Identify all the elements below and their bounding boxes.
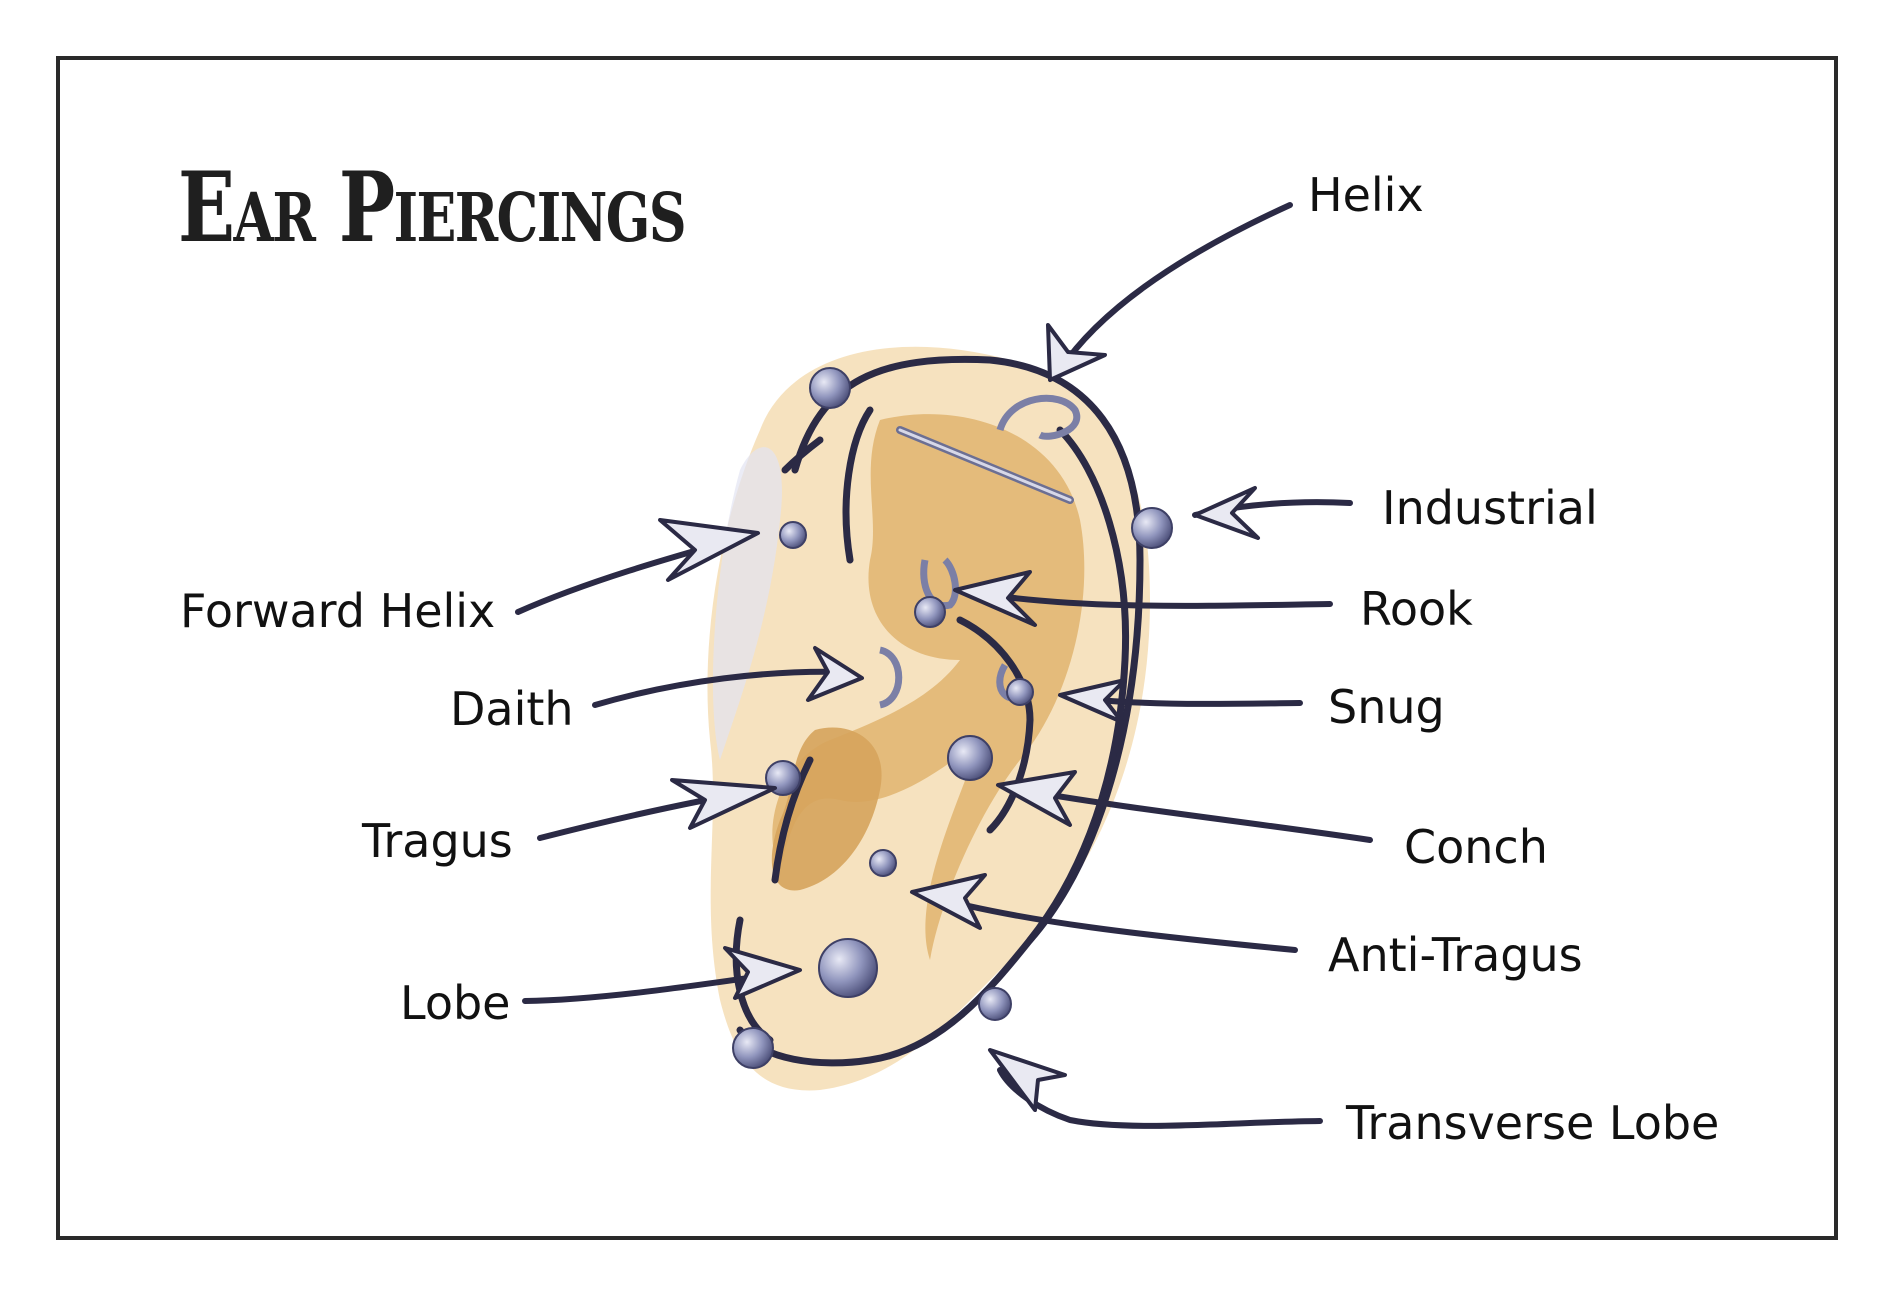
label-lobe: Lobe: [400, 976, 511, 1030]
daith-arrow-head: [806, 646, 864, 702]
lobe-arrow-head: [723, 946, 802, 1000]
conch-arrow-head: [996, 770, 1077, 827]
label-industrial: Industrial: [1382, 481, 1598, 535]
label-transverse-lobe: Transverse Lobe: [1346, 1096, 1720, 1150]
upper-helix-stud: [809, 367, 851, 409]
concha-shadow: [772, 414, 1085, 960]
label-conch: Conch: [1404, 820, 1548, 874]
industrial-stud: [1131, 507, 1173, 549]
lobe-stud: [818, 938, 878, 998]
snug-stud: [1006, 678, 1034, 706]
forward-helix-stud: [779, 521, 807, 549]
anti-tragus-stud: [869, 849, 897, 877]
anti-tragus-arrow-head: [910, 873, 987, 930]
label-anti-tragus: Anti-Tragus: [1328, 928, 1583, 982]
ear-wash-blue: [712, 447, 782, 760]
concha-outline: [956, 616, 1034, 834]
label-rook: Rook: [1360, 582, 1473, 636]
tragus-shadow: [771, 727, 882, 891]
snug-arrow-head: [1058, 678, 1127, 724]
label-tragus: Tragus: [362, 814, 513, 868]
helix-outline: [736, 355, 1144, 1067]
tragus-outline: [771, 756, 814, 884]
transverse-lobe-stud-back: [978, 987, 1012, 1021]
rook-arrow-shaft: [967, 589, 1333, 609]
rook-stud: [914, 596, 946, 628]
tragus-arrow-head: [670, 778, 777, 830]
rook-arrow-head: [953, 570, 1037, 627]
forward-helix-arrow-head: [658, 518, 760, 582]
label-snug: Snug: [1328, 680, 1445, 734]
daith-ring: [878, 646, 903, 709]
label-helix: Helix: [1308, 168, 1424, 222]
transverse-lobe-arrow-head: [988, 1048, 1067, 1112]
helix-ring: [996, 394, 1081, 440]
helix-arrow-head: [1046, 323, 1107, 382]
industrial-arrow-head: [1193, 486, 1260, 540]
transverse-lobe-stud-front: [732, 1027, 774, 1069]
daith-arrow-shaft: [592, 668, 848, 708]
diagram-title: Ear Piercings: [178, 151, 687, 264]
label-forward-helix: Forward Helix: [180, 584, 496, 638]
antihelix-outline: [842, 406, 1130, 944]
rook-ring: [920, 557, 959, 610]
conch-stud: [947, 735, 993, 781]
forward-helix-outline: [781, 436, 824, 474]
helix-arrow-shaft: [1057, 202, 1293, 373]
label-daith: Daith: [450, 682, 574, 736]
